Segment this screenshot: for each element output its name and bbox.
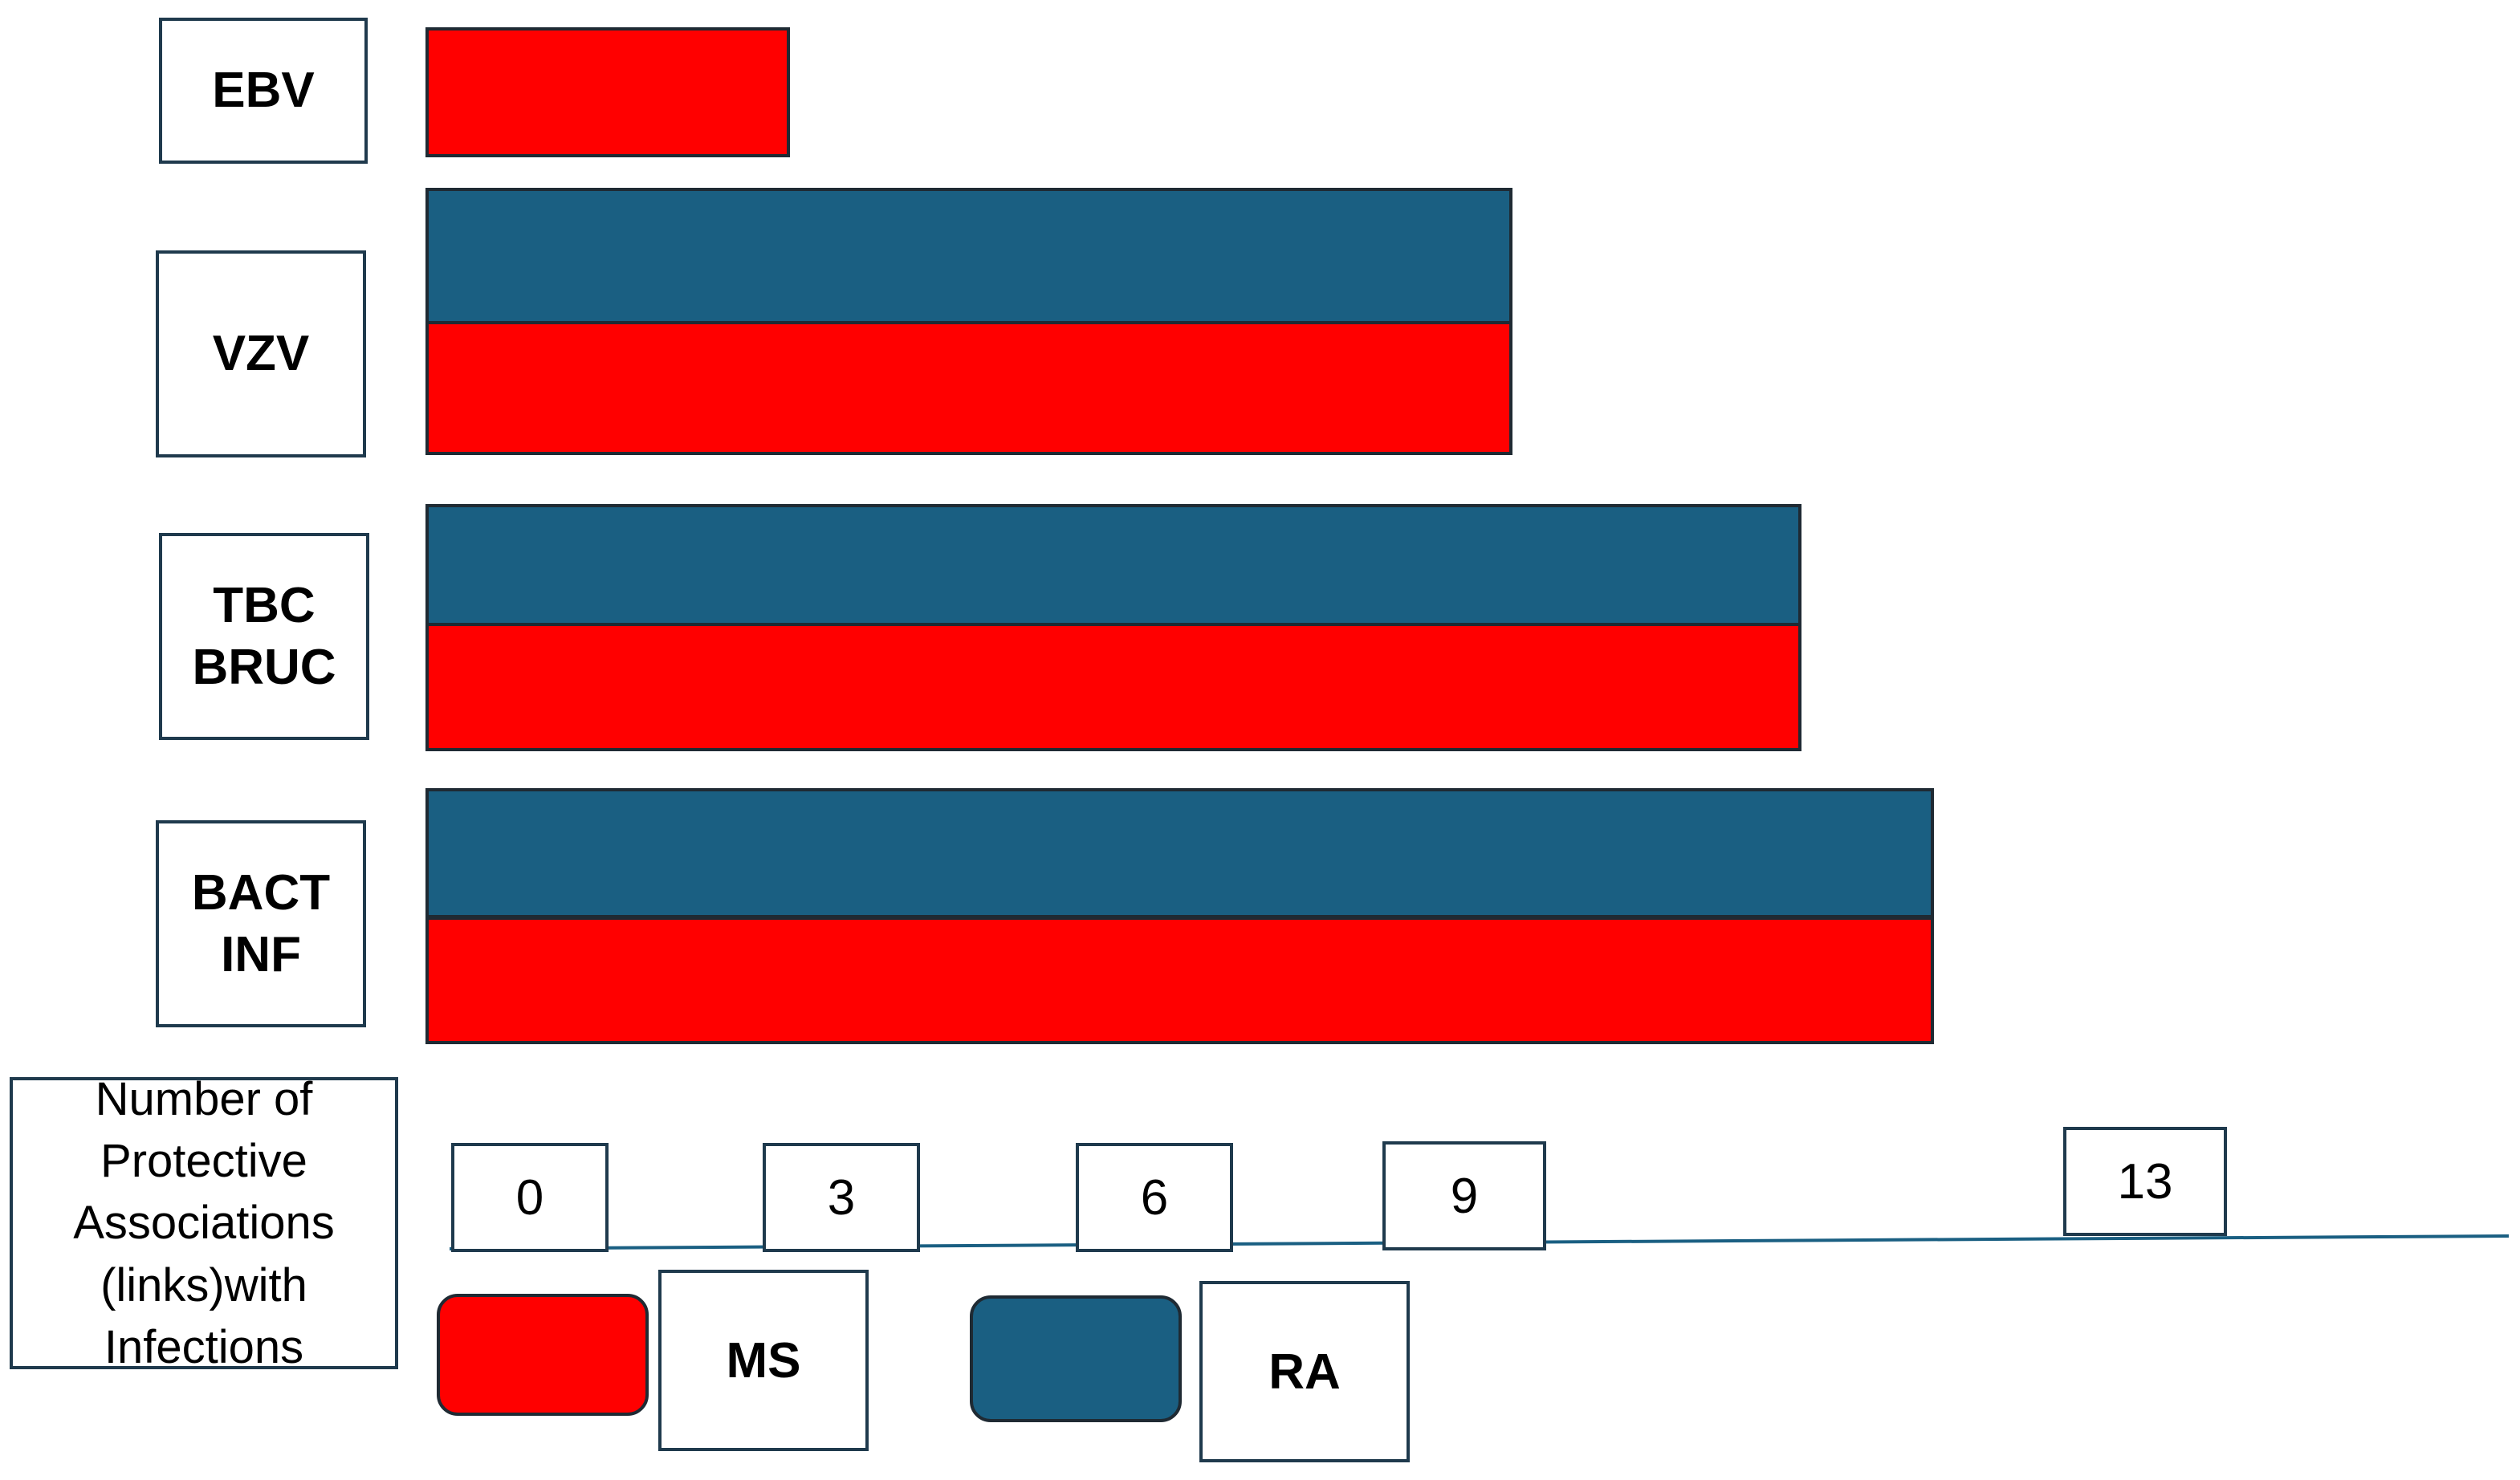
category-label-vzv: VZV [156,250,366,457]
x-tick-label: 9 [1382,1141,1546,1250]
x-tick-label: 3 [763,1143,920,1252]
category-label-bact-inf: BACT INF [156,820,366,1027]
category-label-ebv: EBV [159,18,368,164]
bar-ms-tbc-bruc [425,623,1801,751]
bar-ra-vzv [425,188,1512,324]
bar-ms-vzv [425,321,1512,455]
category-label-tbc-bruc: TBC BRUC [159,533,369,740]
legend-label-ra: RA [1199,1281,1410,1462]
legend-swatch-ra [970,1295,1182,1422]
category-label-line: INF [221,927,301,982]
category-label-line: BRUC [192,640,336,695]
bar-ra-tbc-bruc [425,504,1801,626]
category-label-line: BACT [191,864,331,921]
x-tick-label: 6 [1076,1143,1233,1252]
legend-swatch-ms [437,1294,649,1416]
category-label-line: VZV [212,326,310,382]
x-tick-label: 13 [2063,1127,2227,1236]
category-label-line: EBV [212,63,315,119]
x-tick-label: 0 [451,1143,609,1252]
bar-ms-bact-inf [425,917,1934,1044]
category-label-line: TBC [213,577,316,633]
x-axis-label: Number of Protective Associations (links… [10,1073,398,1373]
bar-ms-ebv [425,27,790,157]
bar-ra-bact-inf [425,788,1934,918]
legend-label-ms: MS [658,1270,869,1451]
